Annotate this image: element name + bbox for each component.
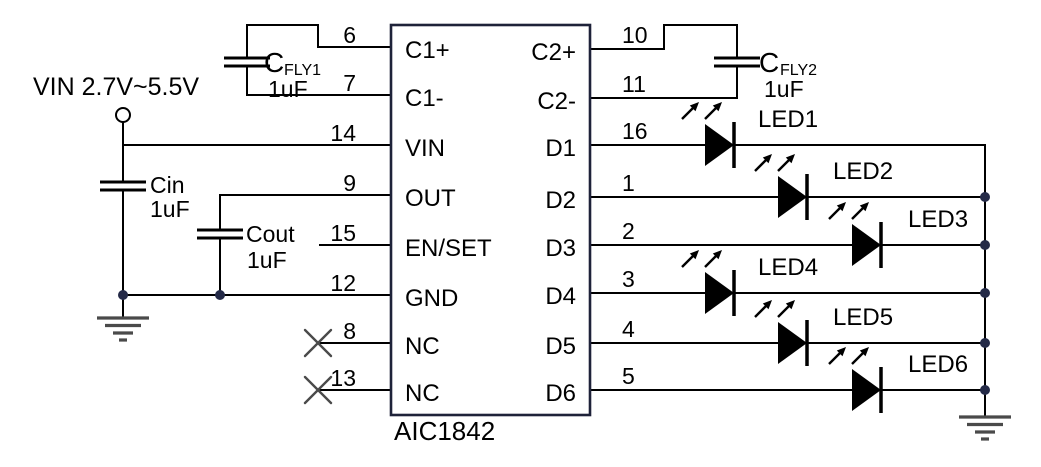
pin-label-nc8: NC [405,333,440,360]
pin-number-9: 9 [343,170,356,196]
vin-terminal-icon [115,107,131,123]
led4-label: LED4 [758,254,818,281]
cfly1-value-label: 1uF [268,76,308,102]
junction-dots [118,192,990,395]
led1-label: LED1 [758,106,818,133]
wire-cfly1-top [246,24,392,48]
pin-label-d3: D3 [545,235,576,262]
pin-number-1: 1 [622,170,635,196]
junction-dot [215,290,225,300]
pin-number-14: 14 [330,120,356,146]
pin-number-4: 4 [622,316,635,342]
pin-label-c2plus: C2+ [531,39,576,66]
cin-value-label: 1uF [150,196,190,222]
leds: LED1 LED2 LED3 LED4 LED5 LED6 [680,100,968,415]
wire-cfly2-bottom [589,65,738,99]
pin-number-12: 12 [330,270,356,296]
led5-label: LED5 [833,304,893,331]
junction-dot [980,192,990,202]
led5-symbol-icon [753,298,809,368]
pin-label-d2: D2 [545,187,576,214]
pin-number-11: 11 [622,71,646,97]
pin-number-6: 6 [343,22,356,48]
ground-icon-right [957,415,1013,441]
pin-label-vin: VIN [405,135,445,162]
capacitor-cfly1: C FLY1 1uF [224,47,321,102]
junction-dot [980,338,990,348]
pin-label-d6: D6 [545,380,576,407]
wire-cfly2-top [589,24,738,50]
cin-name-label: Cin [150,172,185,198]
cfly1-name-label: C [264,47,284,78]
ic: AIC1842 C1+ C1- VIN OUT EN/SET GND NC NC… [389,23,592,446]
pin-number-13: 13 [330,365,356,391]
pin-label-enset: EN/SET [405,235,492,262]
capacitor-cfly2: C FLY2 1uF [714,47,817,102]
pin-label-c1minus: C1- [405,85,444,112]
capacitor-cout: Cout 1uF [197,221,295,273]
ground-icon-left [95,316,151,342]
cfly2-name-label: C [759,47,779,78]
pin-number-10: 10 [622,22,648,48]
junction-dot [980,385,990,395]
led3-label: LED3 [908,206,968,233]
pin-number-3: 3 [622,266,635,292]
pin-number-5: 5 [622,363,635,389]
wire-cfly1-bottom [246,65,392,96]
ic-body [389,23,592,417]
cout-name-label: Cout [246,221,295,247]
pin-label-d5: D5 [545,333,576,360]
led4-symbol-icon [680,248,736,318]
pin-label-c2minus: C2- [537,88,576,115]
led6-label: LED6 [908,351,968,378]
ic-part-label: AIC1842 [394,416,495,446]
led2-symbol-icon [753,152,809,222]
pin-number-2: 2 [622,218,635,244]
pin-number-16: 16 [622,118,648,144]
led6-symbol-icon [827,345,883,415]
pin-label-d4: D4 [545,283,576,310]
capacitor-cin: Cin 1uF [100,172,190,222]
vin-source-label: VIN 2.7V~5.5V [33,73,199,101]
wires [122,24,986,418]
pin-number-7: 7 [343,70,356,96]
pin-label-c1plus: C1+ [405,37,450,64]
cout-value-label: 1uF [247,247,287,273]
led3-symbol-icon [827,200,883,270]
led2-label: LED2 [833,158,893,185]
led1-symbol-icon [680,100,736,170]
pin-label-gnd: GND [405,285,458,312]
pin-number-8: 8 [343,318,356,344]
cfly2-value-label: 1uF [764,76,804,102]
junction-dot [980,288,990,298]
pin-label-d1: D1 [545,135,576,162]
cfly2-subscript-label: FLY2 [780,62,817,79]
junction-dot [118,290,128,300]
cfly1-subscript-label: FLY1 [284,62,321,79]
junction-dot [980,240,990,250]
pin-numbers: 6 7 14 9 15 12 8 13 10 11 16 1 2 3 4 5 [330,22,647,391]
pin-label-nc13: NC [405,380,440,407]
pin-number-15: 15 [330,220,356,246]
pin-label-out: OUT [405,185,456,212]
